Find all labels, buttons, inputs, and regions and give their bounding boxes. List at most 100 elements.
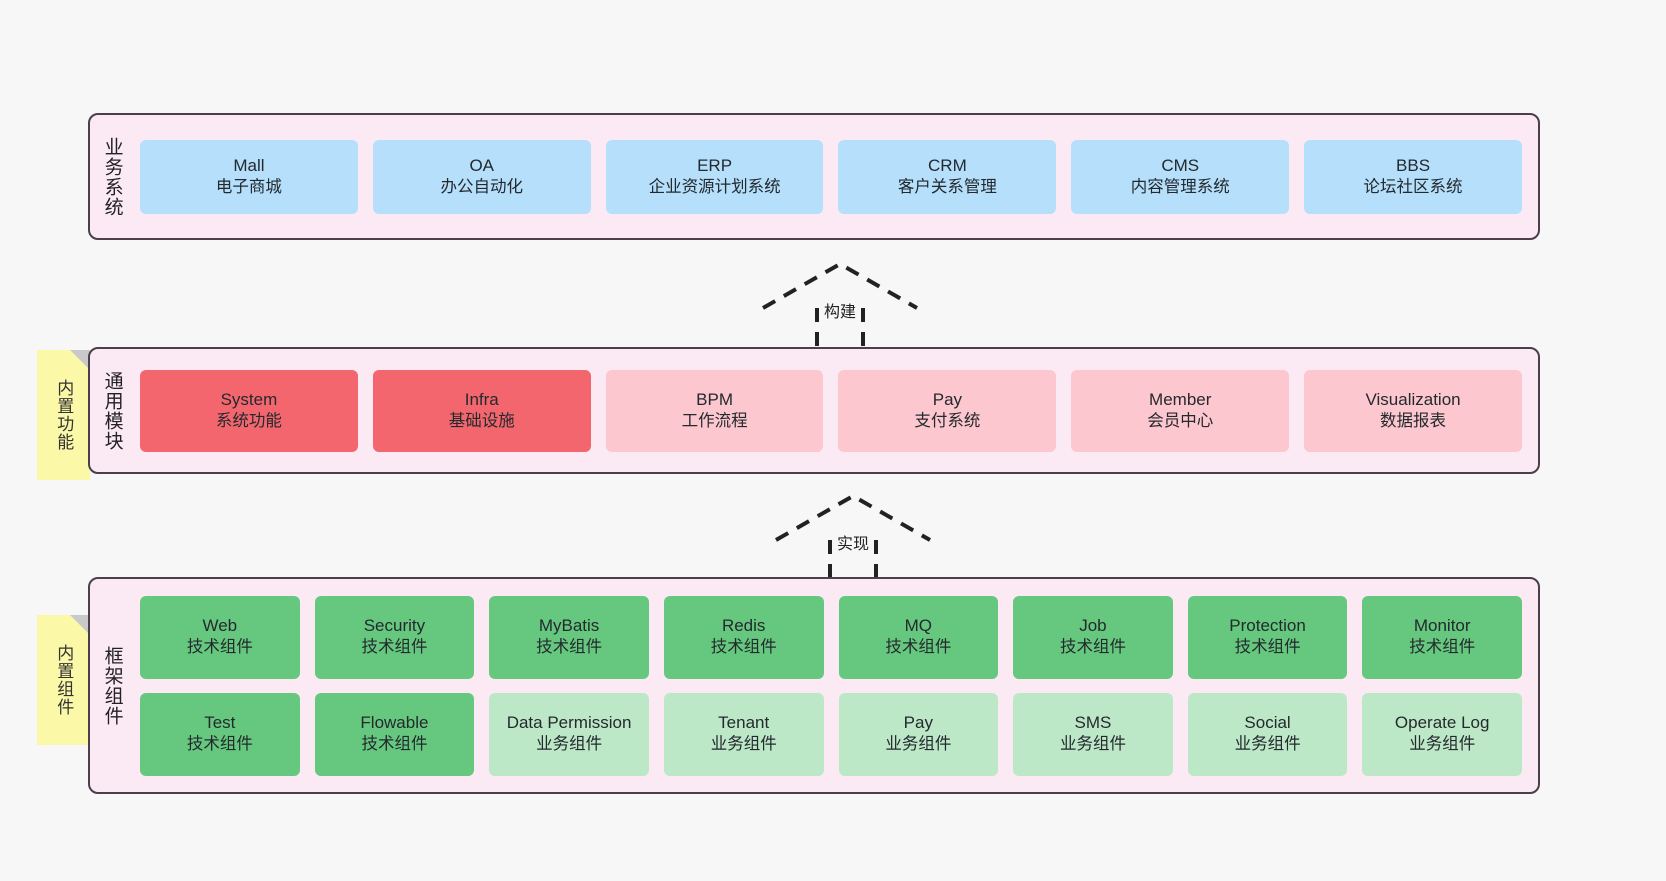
- node-cms-name: CMS: [1161, 155, 1200, 175]
- node-infra[interactable]: Infra 基础设施: [372, 369, 591, 452]
- common-row: System 系统功能 Infra 基础设施 BPM 工作流程 Pay 支付系统…: [140, 369, 1522, 452]
- node-sms[interactable]: SMS 业务组件: [1013, 692, 1173, 776]
- node-cms[interactable]: CMS 内容管理系统: [1071, 139, 1290, 214]
- node-protection[interactable]: Protection 技术组件: [1187, 595, 1348, 679]
- node-security-desc: 技术组件: [361, 638, 428, 657]
- node-security-name: Security: [363, 616, 426, 636]
- node-bpm[interactable]: BPM 工作流程: [605, 369, 824, 452]
- layer-common-module: 通用模块 System 系统功能 Infra 基础设施 BPM 工作流程 Pay…: [88, 347, 1540, 474]
- node-erp[interactable]: ERP 企业资源计划系统: [605, 139, 824, 214]
- node-bbs-desc: 论坛社区系统: [1363, 177, 1463, 196]
- arrow-build-glyph: [762, 261, 918, 354]
- node-crm-desc: 客户关系管理: [897, 177, 997, 196]
- node-infra-name: Infra: [464, 389, 499, 409]
- node-bbs[interactable]: BBS 论坛社区系统: [1304, 139, 1522, 214]
- node-mall-desc: 电子商城: [215, 177, 282, 196]
- node-mq[interactable]: MQ 技术组件: [838, 595, 999, 679]
- node-oa[interactable]: OA 办公自动化: [372, 139, 591, 214]
- node-visualization[interactable]: Visualization 数据报表: [1304, 369, 1522, 452]
- layer-business-system-title: 业务系统: [101, 136, 123, 217]
- node-system-desc: 系统功能: [215, 411, 282, 430]
- node-pay-component[interactable]: Pay 业务组件: [838, 692, 999, 776]
- node-protection-name: Protection: [1229, 616, 1306, 636]
- node-pay-component-desc: 业务组件: [885, 735, 952, 754]
- node-member-name: Member: [1149, 389, 1212, 409]
- node-flowable-desc: 技术组件: [361, 735, 428, 754]
- arrow-implement: 实现: [768, 490, 938, 586]
- node-web-desc: 技术组件: [186, 638, 253, 657]
- layer-framework-component-title: 框架组件: [101, 645, 123, 726]
- node-mall[interactable]: Mall 电子商城: [140, 139, 358, 214]
- node-operate-log[interactable]: Operate Log 业务组件: [1362, 692, 1522, 776]
- node-cms-desc: 内容管理系统: [1130, 177, 1230, 196]
- sticky-note-builtin-component-label: 内置组件: [54, 644, 74, 716]
- node-mq-name: MQ: [904, 616, 932, 636]
- arrow-build: 构建: [755, 258, 925, 354]
- node-flowable-name: Flowable: [360, 713, 429, 733]
- node-visualization-desc: 数据报表: [1380, 411, 1447, 430]
- framework-row-biz: Test 技术组件 Flowable 技术组件 Data Permission …: [140, 692, 1522, 776]
- node-operate-log-desc: 业务组件: [1409, 735, 1476, 754]
- node-redis[interactable]: Redis 技术组件: [663, 595, 824, 679]
- sticky-fold-icon: [70, 615, 90, 635]
- node-pay-module-name: Pay: [932, 389, 963, 409]
- node-redis-name: Redis: [721, 616, 766, 636]
- node-bpm-name: BPM: [696, 389, 733, 409]
- node-bbs-name: BBS: [1396, 155, 1431, 175]
- node-crm-name: CRM: [928, 155, 967, 175]
- node-system-name: System: [220, 389, 278, 409]
- node-mybatis[interactable]: MyBatis 技术组件: [489, 595, 649, 679]
- sticky-fold-icon: [70, 350, 90, 370]
- node-redis-desc: 技术组件: [710, 638, 777, 657]
- framework-row-tech: Web 技术组件 Security 技术组件 MyBatis 技术组件 Redi…: [140, 595, 1522, 679]
- node-web[interactable]: Web 技术组件: [140, 595, 300, 679]
- node-mybatis-name: MyBatis: [538, 616, 600, 636]
- node-tenant-name: Tenant: [718, 713, 770, 733]
- arrow-implement-glyph: [775, 493, 931, 586]
- node-test-name: Test: [204, 713, 236, 733]
- node-oa-name: OA: [469, 155, 495, 175]
- layer-business-system-body: Mall 电子商城 OA 办公自动化 ERP 企业资源计划系统 CRM 客户关系…: [134, 115, 1538, 238]
- node-system[interactable]: System 系统功能: [140, 369, 358, 452]
- node-data-permission-desc: 业务组件: [536, 735, 603, 754]
- node-mall-name: Mall: [233, 155, 265, 175]
- layer-common-module-title: 通用模块: [101, 370, 123, 451]
- node-pay-component-name: Pay: [903, 713, 933, 733]
- node-job[interactable]: Job 技术组件: [1013, 595, 1173, 679]
- node-sms-name: SMS: [1074, 713, 1112, 733]
- sticky-note-builtin-function-label: 内置功能: [54, 379, 74, 451]
- node-test[interactable]: Test 技术组件: [140, 692, 300, 776]
- node-flowable[interactable]: Flowable 技术组件: [314, 692, 475, 776]
- node-erp-name: ERP: [697, 155, 733, 175]
- node-data-permission[interactable]: Data Permission 业务组件: [489, 692, 649, 776]
- node-monitor-name: Monitor: [1413, 616, 1471, 636]
- node-social-name: Social: [1244, 713, 1291, 733]
- node-pay-module[interactable]: Pay 支付系统: [838, 369, 1057, 452]
- node-operate-log-name: Operate Log: [1394, 713, 1490, 733]
- business-row: Mall 电子商城 OA 办公自动化 ERP 企业资源计划系统 CRM 客户关系…: [140, 139, 1522, 214]
- node-security[interactable]: Security 技术组件: [314, 595, 475, 679]
- node-member-desc: 会员中心: [1147, 411, 1214, 430]
- node-job-desc: 技术组件: [1059, 638, 1126, 657]
- node-monitor[interactable]: Monitor 技术组件: [1362, 595, 1522, 679]
- node-social-desc: 业务组件: [1234, 735, 1301, 754]
- sticky-note-builtin-function: 内置功能: [37, 350, 90, 480]
- layer-common-module-body: System 系统功能 Infra 基础设施 BPM 工作流程 Pay 支付系统…: [134, 349, 1538, 472]
- node-job-name: Job: [1079, 616, 1107, 636]
- node-web-name: Web: [202, 616, 238, 636]
- node-data-permission-name: Data Permission: [506, 713, 632, 733]
- node-tenant[interactable]: Tenant 业务组件: [663, 692, 824, 776]
- node-social[interactable]: Social 业务组件: [1187, 692, 1348, 776]
- node-infra-desc: 基础设施: [448, 411, 515, 430]
- node-protection-desc: 技术组件: [1234, 638, 1301, 657]
- node-erp-desc: 企业资源计划系统: [648, 177, 781, 196]
- node-sms-desc: 业务组件: [1059, 735, 1126, 754]
- layer-business-system: 业务系统 Mall 电子商城 OA 办公自动化 ERP 企业资源计划系统 CRM…: [88, 113, 1540, 240]
- node-monitor-desc: 技术组件: [1409, 638, 1476, 657]
- node-crm[interactable]: CRM 客户关系管理: [838, 139, 1057, 214]
- layer-framework-component-body: Web 技术组件 Security 技术组件 MyBatis 技术组件 Redi…: [134, 579, 1538, 792]
- node-visualization-name: Visualization: [1365, 389, 1461, 409]
- node-oa-desc: 办公自动化: [440, 177, 523, 196]
- node-member[interactable]: Member 会员中心: [1071, 369, 1290, 452]
